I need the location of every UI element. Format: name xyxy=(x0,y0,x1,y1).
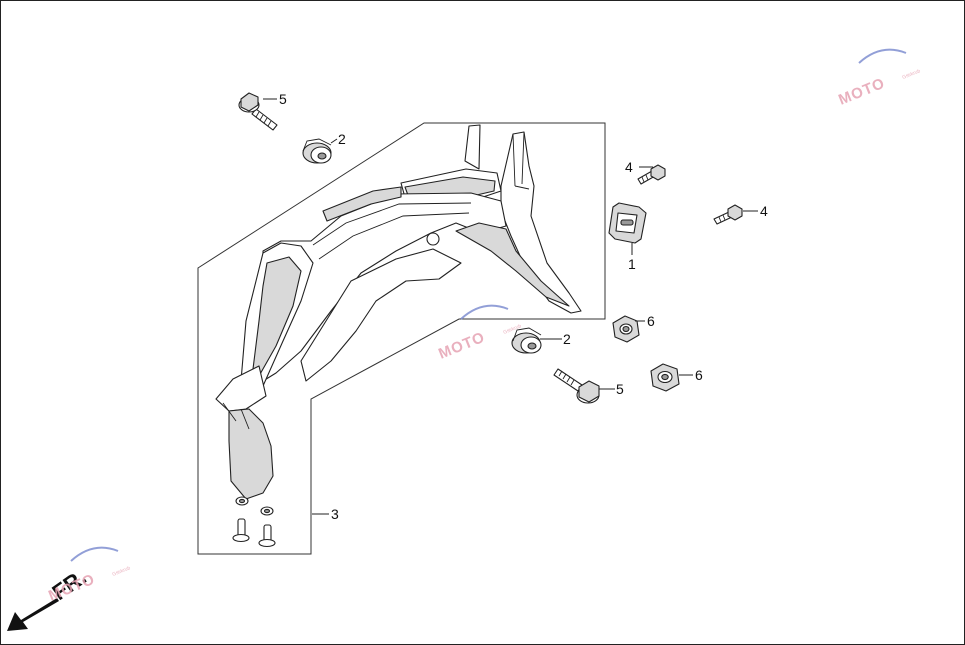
screw-upper xyxy=(637,164,666,185)
callout-4-right: 4 xyxy=(760,203,768,219)
rear-fender xyxy=(215,124,582,500)
swoosh-icon xyxy=(460,304,509,320)
callout-5-lower: 5 xyxy=(616,381,624,397)
watermark-center: MOTO Gsirkrub xyxy=(436,304,522,363)
swoosh-icon xyxy=(858,48,907,64)
bolt-upper xyxy=(238,92,278,131)
callout-5-upper: 5 xyxy=(279,91,287,107)
callout-3: 3 xyxy=(331,506,339,522)
grommet-plate xyxy=(608,202,647,244)
screw-right xyxy=(713,204,743,225)
callout-6-lower: 6 xyxy=(695,367,703,383)
nut-lower xyxy=(650,363,680,392)
callout-2-lower: 2 xyxy=(563,331,571,347)
assembly-frame xyxy=(197,122,606,555)
arrow-left-down-icon xyxy=(7,598,59,631)
fender-rivets xyxy=(232,496,276,548)
nut-upper xyxy=(612,315,640,343)
callout-6-upper: 6 xyxy=(647,313,655,329)
watermark-logo-text: MOTO xyxy=(436,329,488,363)
swoosh-icon xyxy=(70,546,119,562)
watermark-logo-subtext: Gsirkrub xyxy=(112,565,132,578)
callout-1: 1 xyxy=(628,256,636,272)
watermark-top-right: MOTO Gsirkrub xyxy=(836,48,922,109)
callout-4-upper: 4 xyxy=(625,159,633,175)
collar-upper xyxy=(302,138,332,164)
collar-lower xyxy=(511,327,542,354)
callout-2-upper: 2 xyxy=(338,131,346,147)
watermark-logo-text: MOTO xyxy=(836,75,888,109)
watermark-logo-subtext: Gsirkrub xyxy=(902,68,922,81)
leader-lines xyxy=(263,98,758,515)
bolt-lower xyxy=(553,368,600,404)
